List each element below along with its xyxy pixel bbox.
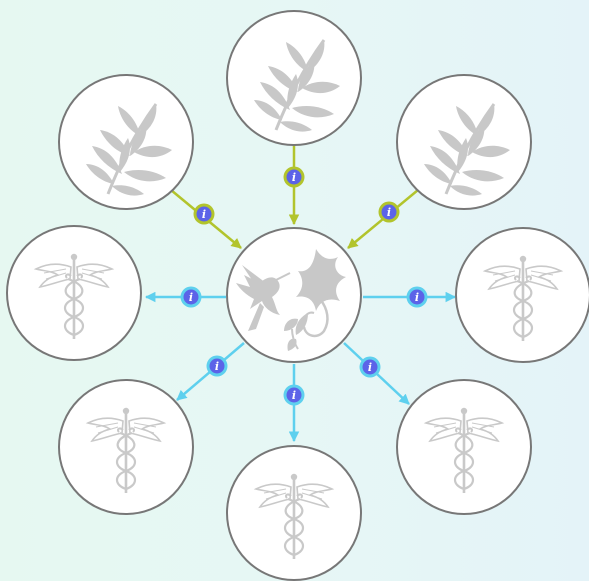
medical-node-bottom-right[interactable] [396, 379, 532, 515]
plant-node-top-left[interactable] [58, 74, 194, 210]
info-badge-plant-top[interactable]: i [283, 166, 305, 188]
info-badge-medical-bottom[interactable]: i [283, 384, 305, 406]
plant-node-top[interactable] [226, 10, 362, 146]
medical-node-bottom[interactable] [226, 445, 362, 581]
center-node[interactable] [226, 227, 362, 363]
info-icon: i [292, 389, 296, 402]
info-badge-plant-top-left[interactable]: i [193, 203, 215, 225]
info-icon: i [292, 171, 296, 184]
info-icon: i [387, 206, 391, 219]
info-badge-medical-right[interactable]: i [406, 286, 428, 308]
info-badge-medical-left[interactable]: i [180, 286, 202, 308]
medical-node-right[interactable] [455, 227, 589, 363]
info-icon: i [202, 208, 206, 221]
info-icon: i [215, 360, 219, 373]
info-icon: i [368, 361, 372, 374]
info-badge-plant-top-right[interactable]: i [378, 201, 400, 223]
info-icon: i [415, 291, 419, 304]
info-badge-medical-bottom-left[interactable]: i [206, 355, 228, 377]
info-badge-medical-bottom-right[interactable]: i [359, 356, 381, 378]
plant-node-top-right[interactable] [396, 74, 532, 210]
medical-node-left[interactable] [6, 225, 142, 361]
medical-node-bottom-left[interactable] [58, 379, 194, 515]
info-icon: i [189, 291, 193, 304]
